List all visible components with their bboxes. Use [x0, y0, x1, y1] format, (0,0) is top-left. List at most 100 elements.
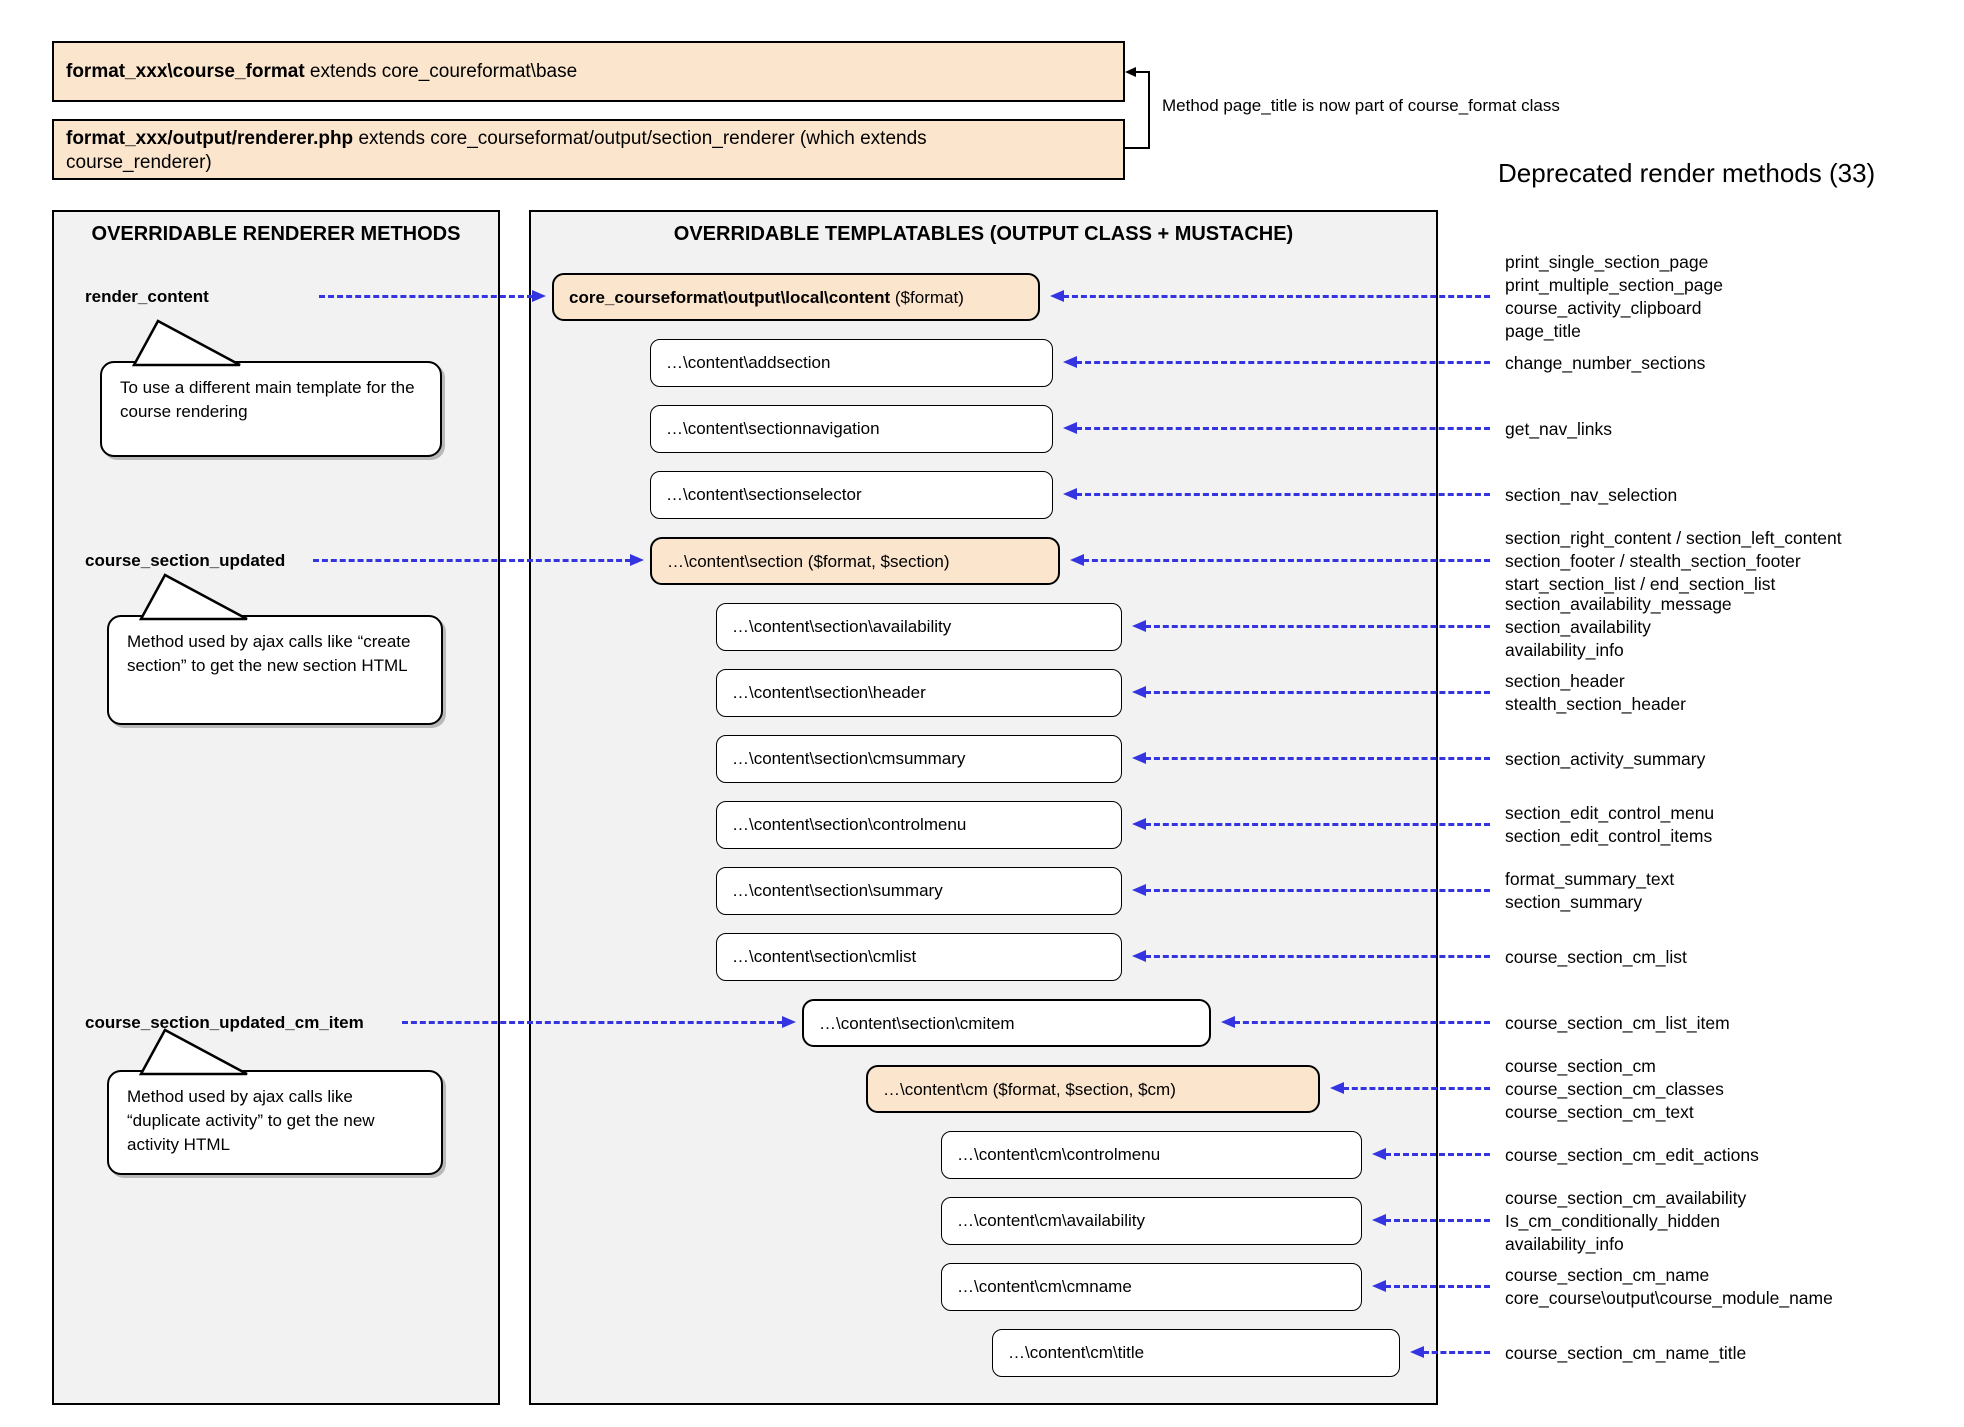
deprecated-method: section_summary	[1505, 892, 1643, 912]
deprecated-method-group: section_nav_selection	[1505, 484, 1677, 507]
arrowhead-icon	[1063, 356, 1077, 368]
dashed-arrow-deprecated-7	[1132, 751, 1490, 767]
arrow-line	[1063, 295, 1490, 298]
deprecated-method-group: course_section_cm_edit_actions	[1505, 1144, 1759, 1167]
deprecated-method-group: section_activity_summary	[1505, 748, 1705, 771]
arrowhead-icon	[1070, 554, 1084, 566]
dashed-arrow-deprecated-6	[1132, 685, 1490, 701]
bubble-tail-icon	[138, 1028, 248, 1076]
deprecated-method: get_nav_links	[1505, 418, 1613, 439]
renderer-method-label: render_content	[85, 287, 209, 306]
arrow-line	[1076, 427, 1490, 430]
dashed-arrow-deprecated-3	[1063, 487, 1490, 503]
deprecated-method: section_availability_message	[1505, 593, 1732, 614]
arrowhead-icon	[1372, 1148, 1386, 1160]
arrow-line	[1385, 1219, 1490, 1222]
arrow-line	[1145, 625, 1490, 628]
bubble-tail-icon	[131, 319, 241, 367]
deprecated-method-group: course_section_cm_list_item	[1505, 1012, 1730, 1035]
arrow-line	[1145, 823, 1490, 826]
dashed-arrow-deprecated-10	[1132, 949, 1490, 965]
arrow-line	[1423, 1351, 1490, 1354]
arrowhead-icon	[1410, 1346, 1424, 1358]
templatable-box: …\content\cm\controlmenu	[941, 1131, 1362, 1179]
templatable-box: …\content\section\cmsummary	[716, 735, 1122, 783]
deprecated-method-group: course_section_cm_name_title	[1505, 1342, 1746, 1365]
arrow-line	[1083, 559, 1490, 562]
class-extends: extends core_coureformat\base	[304, 61, 578, 82]
arrowhead-icon	[1221, 1016, 1235, 1028]
callout-bubble: Method used by ajax calls like “create s…	[107, 573, 443, 725]
deprecated-method: section_edit_control_items	[1505, 826, 1713, 846]
deprecated-method: stealth_section_header	[1505, 694, 1686, 714]
dashed-arrow-deprecated-5	[1132, 619, 1490, 635]
class-extends-line2: course_renderer)	[66, 152, 212, 173]
templatable-box: …\content\section\header	[716, 669, 1122, 717]
deprecated-method: core_course\output\course_module_name	[1505, 1288, 1833, 1308]
deprecated-method: section_right_content / section_left_con…	[1505, 527, 1842, 548]
templatable-box: …\content\section\cmlist	[716, 933, 1122, 981]
dashed-arrow-deprecated-11	[1221, 1015, 1490, 1031]
arrow-line	[1145, 757, 1490, 760]
arrow-line	[1076, 493, 1490, 496]
dashed-arrow-deprecated-15	[1372, 1279, 1490, 1295]
callout-text: Method used by ajax calls like “duplicat…	[127, 1087, 375, 1154]
templatable-box: core_courseformat\output\local\content (…	[552, 273, 1040, 321]
dashed-arrow-deprecated-12	[1330, 1081, 1490, 1097]
class-name: format_xxx\course_format	[66, 61, 305, 82]
dashed-arrow-deprecated-1	[1063, 355, 1490, 371]
deprecated-method: section_header	[1505, 671, 1625, 691]
deprecated-method: course_section_cm_classes	[1505, 1078, 1724, 1099]
arrow-line	[1385, 1285, 1490, 1288]
deprecated-method-group: course_section_cm_list	[1505, 946, 1687, 969]
callout-text: To use a different main template for the…	[120, 378, 415, 421]
dashed-arrow-deprecated-0	[1050, 289, 1490, 305]
arrowhead-icon	[1050, 290, 1064, 302]
dashed-arrow-deprecated-14	[1372, 1213, 1490, 1229]
callout-bubble: Method used by ajax calls like “duplicat…	[107, 1028, 443, 1175]
dashed-arrow-deprecated-9	[1132, 883, 1490, 899]
deprecated-method: course_section_cm_availability	[1505, 1187, 1747, 1208]
deprecated-method: course_section_cm_list_item	[1505, 1012, 1730, 1033]
deprecated-method: course_section_cm_name_title	[1505, 1342, 1747, 1363]
dashed-arrow-method-0	[319, 289, 546, 305]
bracket-line	[1125, 147, 1150, 149]
deprecated-method: print_single_section_page	[1505, 252, 1709, 272]
arrow-line	[1145, 889, 1490, 892]
arrowhead-icon	[1132, 818, 1146, 830]
page-title-note: Method page_title is now part of course_…	[1162, 96, 1560, 115]
arrowhead-icon	[1132, 686, 1146, 698]
arrow-line	[1343, 1087, 1490, 1090]
deprecated-method-group: section_header stealth_section_header	[1505, 670, 1686, 716]
templatable-box: …\content\section\summary	[716, 867, 1122, 915]
deprecated-method: course_section_cm_text	[1505, 1101, 1694, 1122]
arrowhead-icon	[1132, 752, 1146, 764]
arrowhead-icon	[1132, 620, 1146, 632]
arrow-line	[1145, 691, 1490, 694]
deprecated-method: start_section_list / end_section_list	[1505, 573, 1776, 594]
deprecated-method: course_activity_clipboard	[1505, 298, 1702, 318]
templatables-panel-title: OVERRIDABLE TEMPLATABLES (OUTPUT CLASS +…	[673, 223, 1294, 245]
deprecated-method: section_activity_summary	[1505, 748, 1706, 769]
deprecated-method-group: section_right_content / section_left_con…	[1505, 527, 1842, 596]
callout-text: Method used by ajax calls like “create s…	[127, 632, 411, 675]
templatable-box: …\content\addsection	[650, 339, 1053, 387]
arrowhead-icon	[1063, 422, 1077, 434]
deprecated-method: course_section_cm_edit_actions	[1505, 1144, 1759, 1165]
deprecated-method: format_summary_text	[1505, 869, 1675, 889]
deprecated-methods-title: Deprecated render methods (33)	[1498, 158, 1876, 188]
bracket-arrowhead-icon	[1125, 67, 1136, 77]
dashed-arrow-deprecated-2	[1063, 421, 1490, 437]
arrowhead-icon	[630, 554, 644, 566]
templatable-box: …\content\cm ($format, $section, $cm)	[866, 1065, 1320, 1113]
arrowhead-icon	[1372, 1214, 1386, 1226]
course-format-class-box: format_xxx\course_format extends core_co…	[52, 41, 1125, 102]
deprecated-method: section_availability	[1505, 616, 1651, 637]
templatable-box: …\content\sectionselector	[650, 471, 1053, 519]
dashed-arrow-deprecated-13	[1372, 1147, 1490, 1163]
arrow-line	[1234, 1021, 1490, 1024]
